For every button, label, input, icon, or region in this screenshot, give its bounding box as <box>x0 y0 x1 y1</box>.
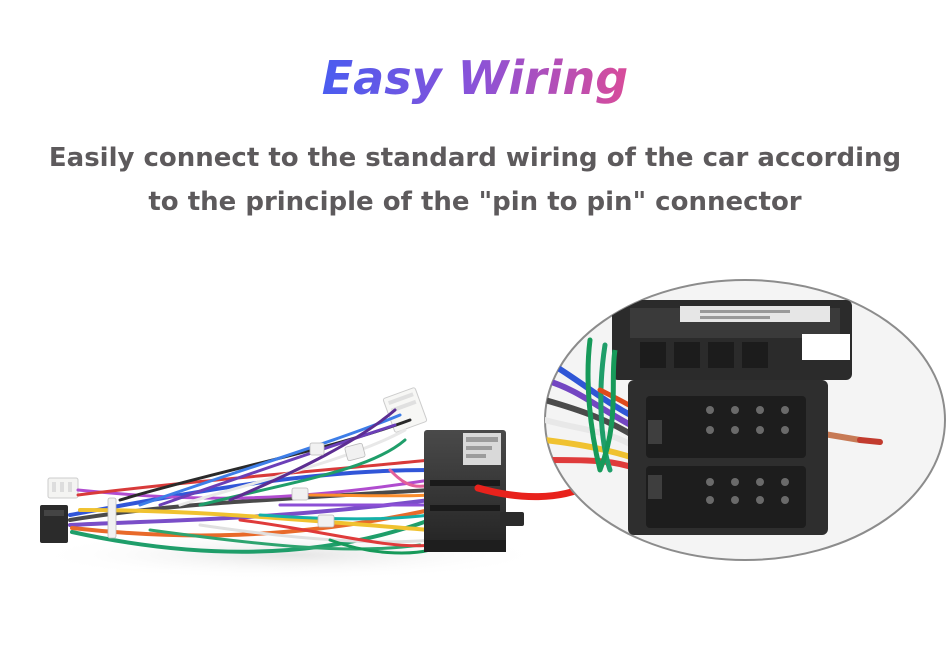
connector-closeup-magnifier <box>544 279 946 561</box>
white-connector-left <box>47 477 79 499</box>
wiring-harness <box>40 387 524 555</box>
white-connector-top <box>382 387 428 433</box>
main-black-connector <box>424 430 524 552</box>
subtitle-line-1: Easily connect to the standard wiring of… <box>48 143 902 173</box>
subtitle-line-2: to the principle of the "pin to pin" con… <box>148 187 802 217</box>
page-title: Easy Wiring <box>321 51 629 105</box>
left-black-plug <box>40 505 68 543</box>
